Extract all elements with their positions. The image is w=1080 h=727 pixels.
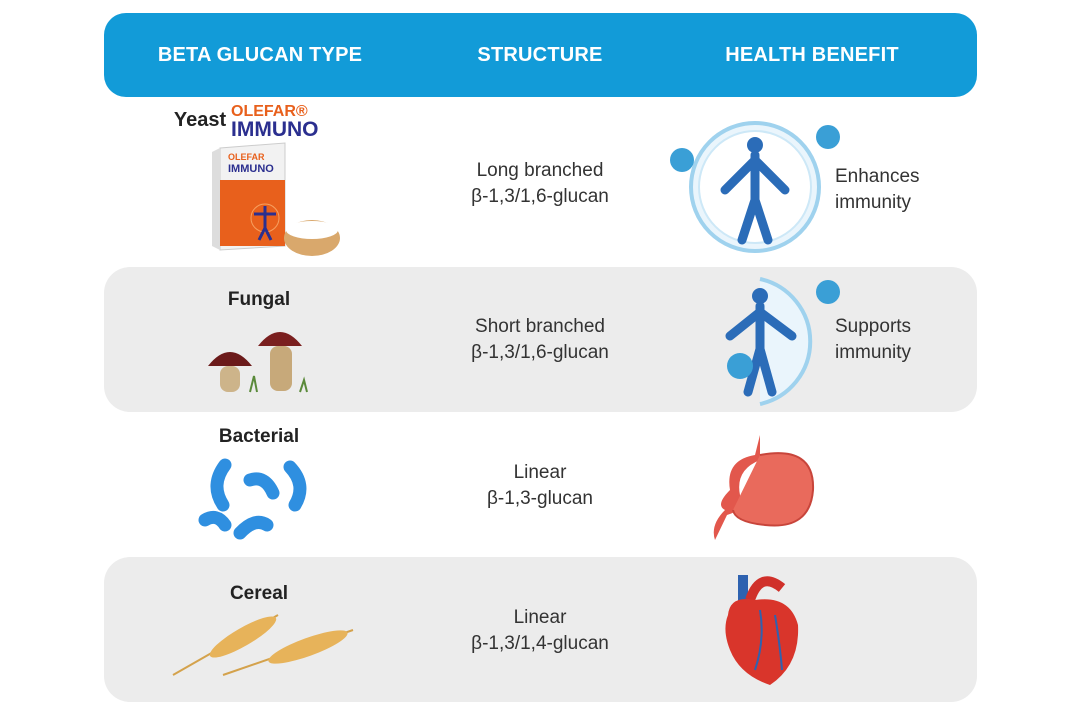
table-header: BETA GLUCAN TYPE STRUCTURE HEALTH BENEFI…: [104, 13, 977, 97]
structure-line1: Linear: [513, 462, 567, 483]
mushroom-icon: [208, 332, 308, 393]
header-health-benefit: HEALTH BENEFIT: [725, 44, 899, 66]
header-structure: STRUCTURE: [477, 44, 603, 66]
immune-body-icon: [670, 121, 840, 253]
svg-text:IMMUNO: IMMUNO: [228, 163, 274, 175]
immune-shield-icon: [725, 277, 840, 406]
structure-line2: β-1,3/1,4-glucan: [471, 633, 609, 654]
benefit-line2: immunity: [835, 342, 912, 363]
structure-line2: β-1,3/1,6-glucan: [471, 186, 609, 207]
structure-text: Short branched β-1,3/1,6-glucan: [436, 314, 644, 366]
structure-line1: Long branched: [476, 160, 604, 181]
heart-icon: [725, 575, 799, 685]
svg-text:OLEFAR: OLEFAR: [228, 152, 265, 162]
type-label: Bacterial: [218, 426, 300, 447]
benefit-text: Supports immunity: [835, 314, 911, 366]
brand-bottom: IMMUNO: [231, 118, 319, 141]
type-label: Cereal: [229, 583, 289, 604]
structure-line1: Linear: [513, 607, 567, 628]
structure-text: Linear β-1,3-glucan: [436, 460, 644, 512]
structure-line1: Short branched: [475, 316, 605, 337]
structure-text: Long branched β-1,3/1,6-glucan: [436, 158, 644, 210]
structure-text: Linear β-1,3/1,4-glucan: [436, 605, 644, 657]
benefit-line1: Enhances: [835, 166, 920, 187]
header-beta-glucan-type: BETA GLUCAN TYPE: [157, 44, 363, 66]
structure-line2: β-1,3-glucan: [487, 488, 593, 509]
wheat-icon: [172, 614, 354, 676]
type-label: Yeast: [173, 109, 227, 131]
structure-line2: β-1,3/1,6-glucan: [471, 342, 609, 363]
olefar-immuno-logo: OLEFAR® IMMUNO: [231, 103, 319, 141]
benefit-line2: immunity: [835, 192, 912, 213]
type-label: Fungal: [227, 289, 291, 310]
bacteria-icon: [198, 458, 307, 540]
benefit-text: Enhances immunity: [835, 164, 920, 216]
benefit-line1: Supports: [835, 316, 912, 337]
brand-top: OLEFAR®: [231, 103, 308, 120]
product-box-icon: OLEFAR IMMUNO: [212, 142, 340, 256]
stomach-icon: [713, 435, 815, 540]
